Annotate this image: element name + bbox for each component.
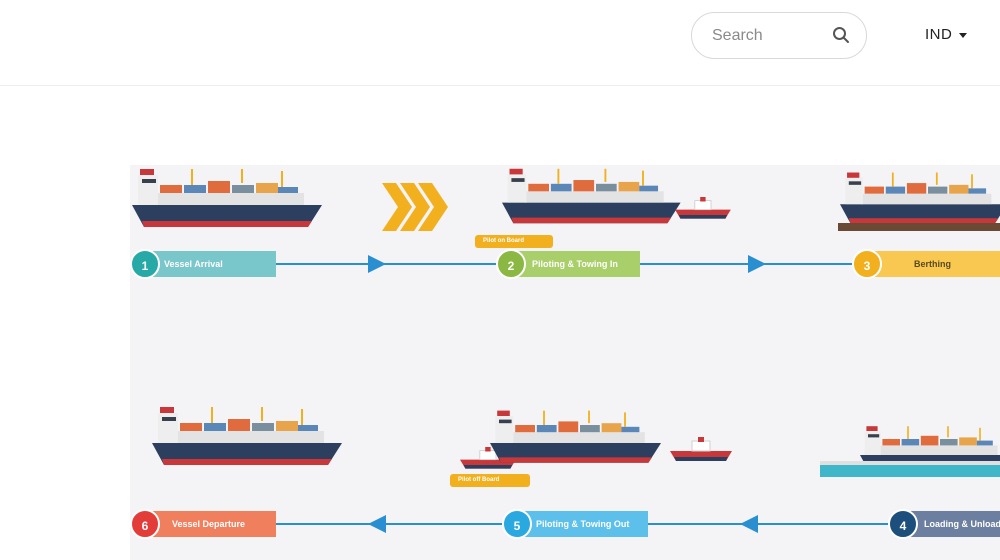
step-label-1: Vessel Arrival: [144, 251, 276, 277]
language-selector[interactable]: IND: [925, 26, 968, 43]
step-label-5: Piloting & Towing Out: [516, 511, 648, 537]
step-label-4: Loading & Unloading: [904, 511, 1000, 537]
top-header: IND: [0, 0, 1000, 86]
pilot-on-board-tag: Pilot on Board: [475, 235, 553, 248]
infographic-artwork: [131, 167, 1000, 533]
step-number-6: 6: [130, 509, 160, 539]
port-process-infographic: Pilot on Board Pilot off Board Vessel Ar…: [130, 165, 1000, 560]
step-number-4: 4: [888, 509, 918, 539]
step-label-6: Vessel Departure: [144, 511, 276, 537]
step-number-5: 5: [502, 509, 532, 539]
search-input[interactable]: [712, 26, 827, 46]
step-number-3: 3: [852, 249, 882, 279]
step-label-2: Piloting & Towing In: [510, 251, 640, 277]
search-box[interactable]: [691, 12, 867, 59]
step-number-1: 1: [130, 249, 160, 279]
pilot-off-board-tag: Pilot off Board: [450, 474, 530, 487]
chevron-down-icon: [959, 32, 968, 38]
language-label: IND: [925, 26, 953, 43]
step-number-2: 2: [496, 249, 526, 279]
search-icon[interactable]: [832, 26, 850, 49]
step-label-3: Berthing: [866, 251, 1000, 277]
chevron-arrows: [382, 183, 448, 231]
